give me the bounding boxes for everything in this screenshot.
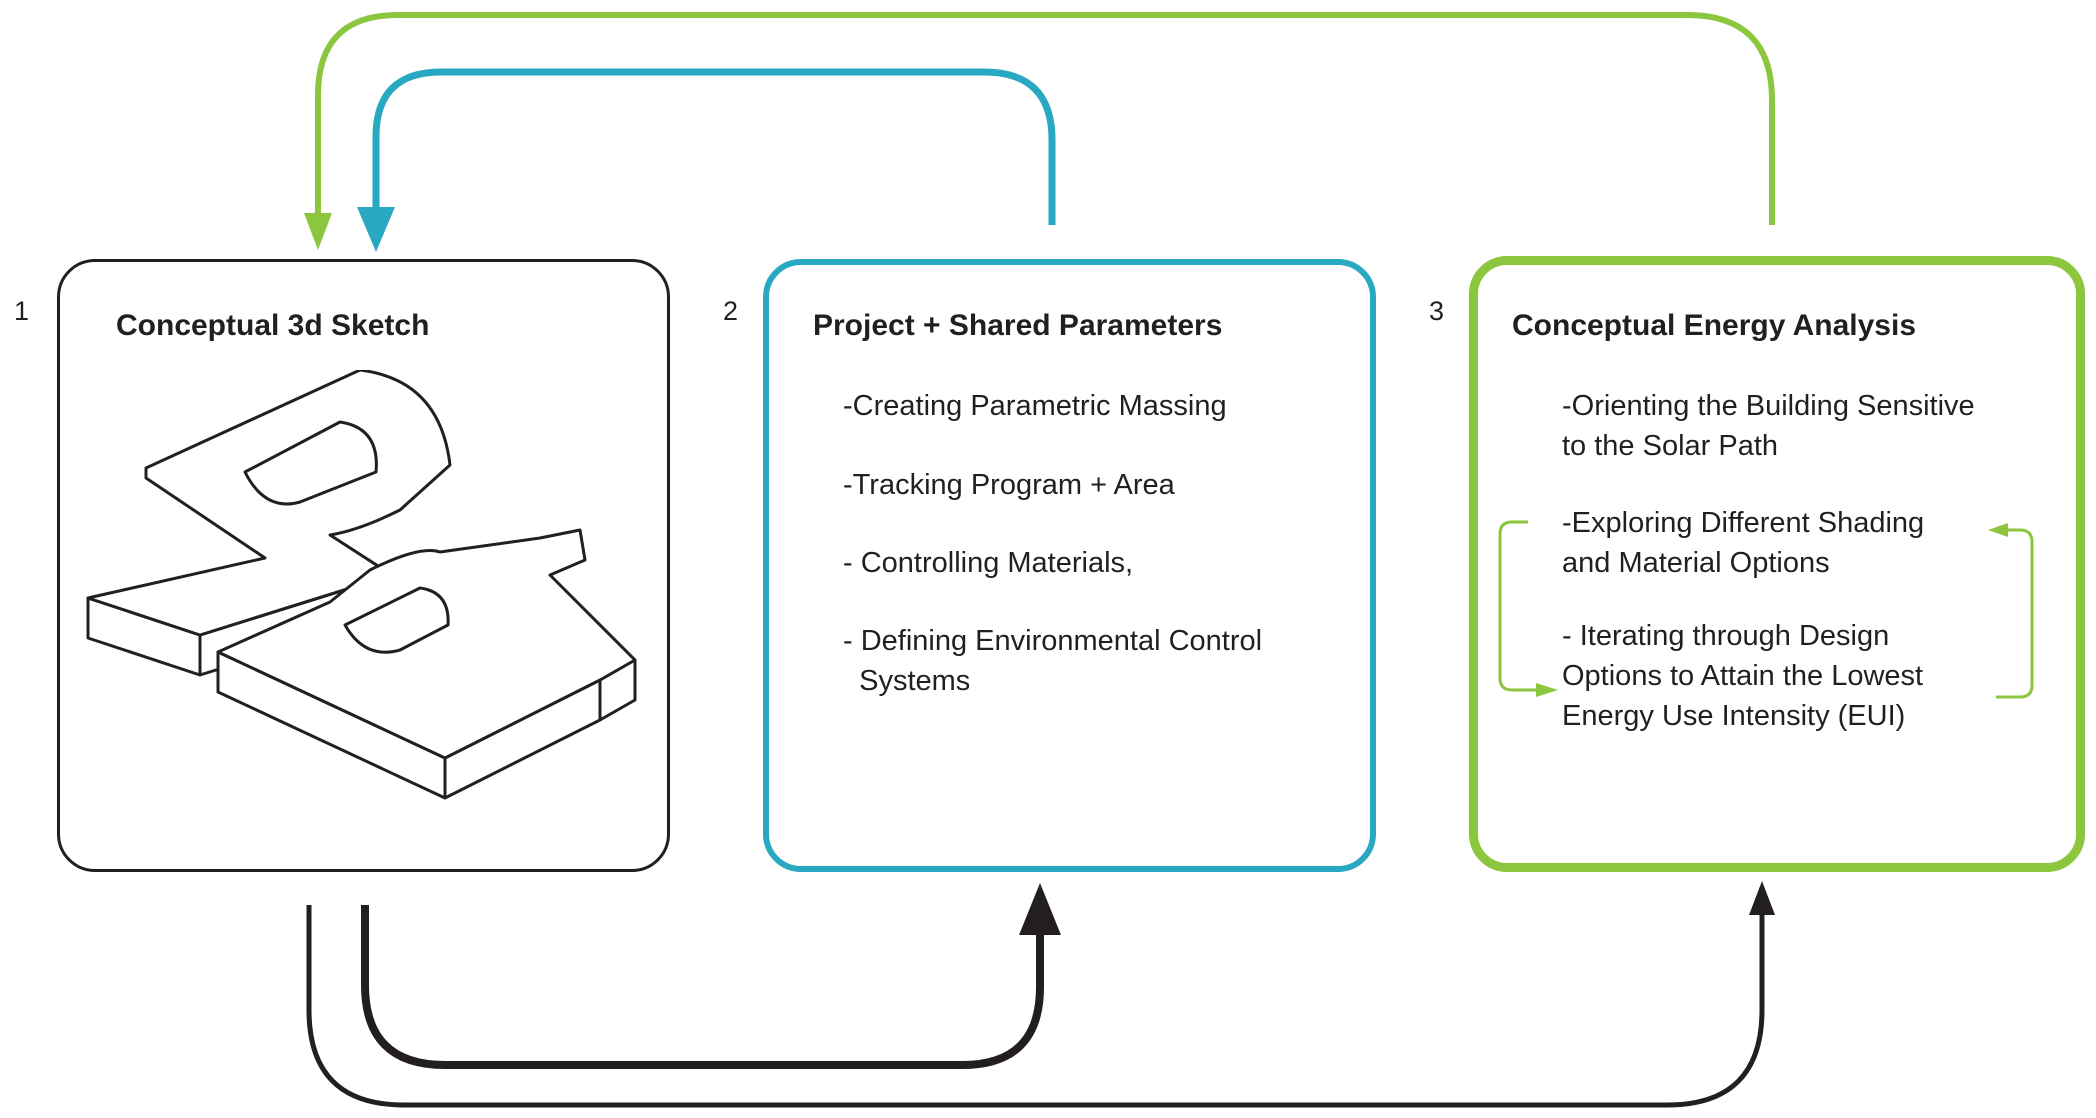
step3-item: -Orienting the Building Sensitive to the… [1562, 390, 1975, 462]
green-inner-loop-left [1498, 520, 1538, 692]
step2-title: Project + Shared Parameters [813, 309, 1223, 342]
step1-box [57, 259, 670, 872]
green-inner-arrowhead-left [1988, 523, 2008, 537]
step2-number: 2 [723, 296, 739, 326]
3d-letter-P-sketch [86, 370, 637, 800]
black-arrow-to-step3 [306, 905, 1765, 1108]
step3-number: 3 [1429, 296, 1445, 326]
black-arrow-to-step2 [361, 905, 1044, 1069]
black-arrowhead-step2 [1019, 883, 1061, 935]
green-inner-loop-right [1996, 528, 2034, 699]
step2-item: -Creating Parametric Massing [843, 390, 1227, 422]
step2-item: -Tracking Program + Area [843, 469, 1175, 501]
step3-title: Conceptual Energy Analysis [1512, 309, 1917, 342]
step1-number: 1 [14, 296, 30, 326]
step2-item: - Controlling Materials, [843, 547, 1134, 579]
green-feedback-arrow [315, 12, 1775, 225]
step2-item: - Defining Environmental Control Systems [843, 625, 1263, 697]
step3-item: -Exploring Different Shading and Materia… [1562, 507, 1925, 579]
black-arrowhead-step3 [1749, 881, 1775, 915]
green-arrowhead [304, 213, 332, 250]
green-inner-arrowhead-right [1536, 683, 1558, 697]
step3-box [1469, 256, 2085, 872]
blue-arrowhead [357, 207, 395, 252]
step1-title: Conceptual 3d Sketch [116, 309, 430, 342]
step2-box [763, 259, 1376, 872]
step3-item: - Iterating through Design Options to At… [1562, 620, 1924, 732]
blue-feedback-arrow [372, 68, 1056, 225]
